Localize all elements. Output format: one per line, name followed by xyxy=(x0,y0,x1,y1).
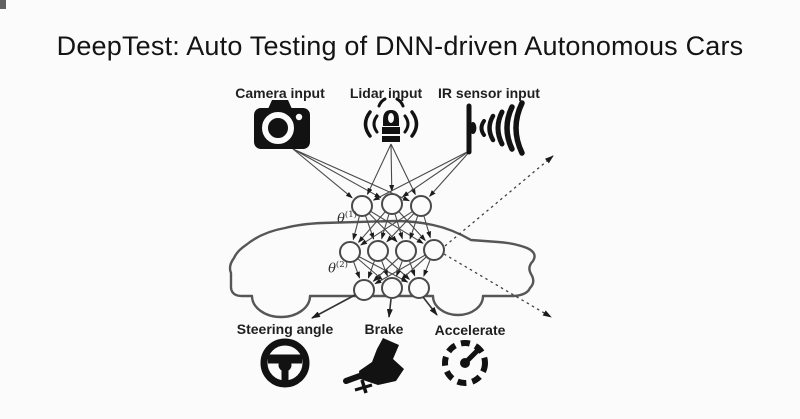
theta2-sup: (2) xyxy=(335,260,348,270)
network-node xyxy=(381,277,403,299)
network-node xyxy=(395,240,417,262)
network-edge xyxy=(401,149,472,198)
network-edge xyxy=(423,259,431,277)
theta2-label: θ(2) xyxy=(328,260,348,276)
car-outline xyxy=(228,219,536,319)
network-edge xyxy=(352,261,361,279)
network-node xyxy=(423,239,445,261)
network-edge xyxy=(364,215,375,240)
lidar-input-label: Lidar input xyxy=(349,85,423,101)
network-node xyxy=(408,277,430,299)
speedometer-icon xyxy=(442,340,488,386)
network-edge xyxy=(396,260,404,277)
dashed-ray-up xyxy=(444,155,554,247)
network-edge xyxy=(292,148,353,199)
theta1-label: θ(1) xyxy=(337,210,357,226)
brake-arrow xyxy=(386,298,393,318)
network-edge xyxy=(358,256,409,283)
lidar-icon xyxy=(363,97,419,142)
network-edge xyxy=(400,256,427,280)
network-node xyxy=(410,195,432,217)
brake-label: Brake xyxy=(364,321,404,337)
network-node xyxy=(351,195,373,217)
network-edge xyxy=(370,210,424,244)
network-edge xyxy=(423,215,431,239)
network-edge xyxy=(389,143,395,192)
page-title: DeepTest: Auto Testing of DNN-driven Aut… xyxy=(56,31,744,61)
network-node xyxy=(353,279,375,301)
output-arrows xyxy=(311,294,438,319)
steering-arrow xyxy=(311,294,356,319)
network-edge xyxy=(386,212,415,243)
network-node xyxy=(381,193,403,215)
network-edge xyxy=(372,149,472,201)
network-edge xyxy=(367,260,376,279)
steering-wheel-icon xyxy=(260,338,310,388)
theta1-base: θ xyxy=(337,211,345,227)
theta2-base: θ xyxy=(328,261,336,277)
theta1-sup: (1) xyxy=(344,210,357,220)
camera-input-label: Camera input xyxy=(235,85,325,101)
camera-icon xyxy=(254,100,310,149)
ir-sensor-input-label: IR sensor input xyxy=(438,85,540,101)
dashed-ray-down xyxy=(443,253,552,318)
accelerate-label: Accelerate xyxy=(434,322,506,338)
network-edge xyxy=(352,215,361,241)
network-node xyxy=(367,240,389,262)
network-edge xyxy=(394,213,403,240)
network-edge xyxy=(367,143,392,196)
network-edge xyxy=(292,148,382,199)
network-node xyxy=(339,241,361,263)
network-edge xyxy=(360,210,413,246)
accelerate-arrow xyxy=(422,296,438,316)
network-nodes xyxy=(339,193,445,301)
steering-angle-label: Steering angle xyxy=(236,321,334,337)
dashed-output-rays xyxy=(443,155,554,318)
network-edges xyxy=(292,143,472,285)
corner-artifact xyxy=(0,0,6,9)
network-edge xyxy=(398,211,426,242)
network-edge xyxy=(372,257,400,282)
network-edge xyxy=(380,260,388,277)
network-edge xyxy=(408,260,416,277)
brake-pedal-icon xyxy=(343,338,404,394)
network-edge xyxy=(357,211,386,243)
network-edge xyxy=(374,254,426,285)
ir-sensor-icon xyxy=(466,100,525,156)
network-edge xyxy=(381,213,390,240)
network-edge xyxy=(429,149,472,198)
network-edge xyxy=(390,143,416,196)
network-edge xyxy=(409,215,419,240)
